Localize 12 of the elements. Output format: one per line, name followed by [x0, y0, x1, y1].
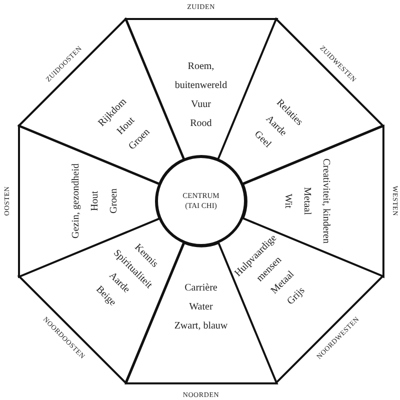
sector-text: Zwart, blauw: [174, 319, 228, 334]
sector-text: Gezin, gezondheid: [69, 164, 82, 238]
sector-text: Metaal: [300, 187, 314, 215]
sector-text: Roem, buitenwereld: [174, 60, 228, 93]
sector-text: Vuur: [191, 98, 211, 112]
sector-text: Wit: [281, 194, 294, 208]
sector-text: Hout: [88, 190, 102, 211]
sector-text: Carrière: [184, 281, 218, 296]
sector-text: Rood: [190, 116, 212, 131]
sector-text: Water: [189, 300, 213, 314]
sector-text: Creativiteit, kinderen: [319, 158, 332, 244]
sector-text: Groen: [107, 188, 120, 214]
